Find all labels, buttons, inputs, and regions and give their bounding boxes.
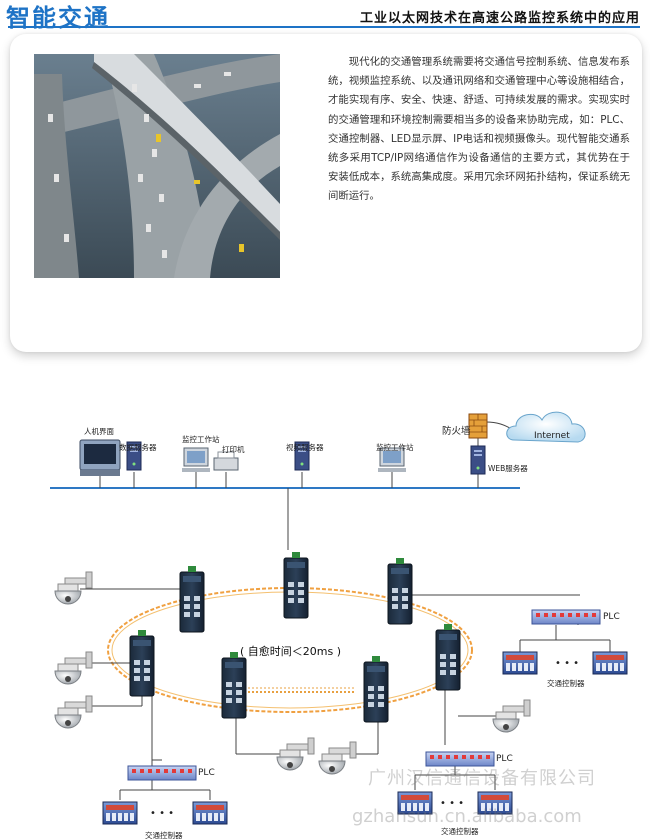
ellipsis-right: • • • [555, 658, 579, 669]
camera-icon-6 [492, 699, 531, 733]
page-title: 智能交通 [6, 4, 110, 32]
highway-interchange-image [34, 54, 280, 278]
plc-right-icon [531, 609, 601, 625]
highway-photo [34, 54, 280, 278]
ring-switch-7 [435, 623, 461, 691]
plc-right-label: PLC [603, 612, 620, 622]
ellipsis-bottom: • • • [440, 798, 464, 809]
ring-switch-2 [283, 551, 309, 619]
data-server-label: 数据服务器 [119, 442, 157, 452]
title-divider [8, 26, 640, 28]
workstation-1-label: 监控工作站 [182, 434, 220, 444]
intro-paragraph: 现代化的交通管理系统需要将交通信号控制系统、信息发布系统，视频监控系统、以及通讯… [328, 56, 630, 203]
page-subtitle: 工业以太网技术在高速公路监控系统中的应用 [359, 11, 640, 26]
watermark-company: 广州汉信通信设备有限公司 [368, 768, 596, 789]
traffic-controller-right-label: 交通控制器 [547, 678, 585, 688]
firewall-label: 防火墙 [442, 425, 471, 437]
workstation-2-label: 监控工作站 [376, 442, 414, 452]
ring-switch-5 [221, 651, 247, 719]
video-server-label: 视频服务器 [286, 442, 324, 452]
ring-switch-4 [129, 629, 155, 697]
self-heal-label: ( 自愈时间＜20ms ) [240, 644, 341, 658]
web-server-label: WEB服务器 [488, 463, 528, 473]
web-server-icon [470, 445, 486, 475]
traffic-controller-icon-l2 [192, 801, 228, 825]
camera-icon-4 [276, 737, 315, 771]
ellipsis-left: • • • [150, 808, 174, 819]
ring-switch-3 [387, 557, 413, 625]
traffic-controller-icon-l1 [102, 801, 138, 825]
workstation-1-icon [182, 447, 210, 472]
ring-switch-6 [363, 655, 389, 723]
camera-icon-3 [54, 695, 93, 729]
ring-switch-1 [179, 565, 205, 633]
watermark-site: gzhansun.cn.alibaba.com [352, 806, 582, 827]
printer-icon [213, 451, 239, 471]
plc-left-icon [127, 765, 197, 781]
camera-icon-1 [54, 571, 93, 605]
traffic-controller-icon-r1 [502, 651, 538, 675]
printer-label: 打印机 [222, 444, 245, 454]
traffic-controller-icon-r2 [592, 651, 628, 675]
traffic-controller-left-label: 交通控制器 [145, 830, 183, 840]
camera-icon-2 [54, 651, 93, 685]
workstation-2-icon [378, 447, 406, 472]
traffic-controller-bottom-label: 交通控制器 [441, 826, 479, 836]
plc-bottom-label: PLC [496, 754, 513, 764]
plc-left-label: PLC [198, 768, 215, 778]
internet-label: Internet [534, 431, 570, 441]
internet-cloud-icon [506, 411, 586, 443]
firewall-icon [468, 413, 488, 439]
hmi-label: 人机界面 [84, 426, 114, 436]
camera-icon-5 [318, 741, 357, 775]
hmi-computer-icon [79, 439, 121, 476]
network-topology-diagram: 人机界面 数据服务器 监控工作站 打印机 视频服务器 监控工作站 防火墙 Int… [50, 411, 628, 840]
